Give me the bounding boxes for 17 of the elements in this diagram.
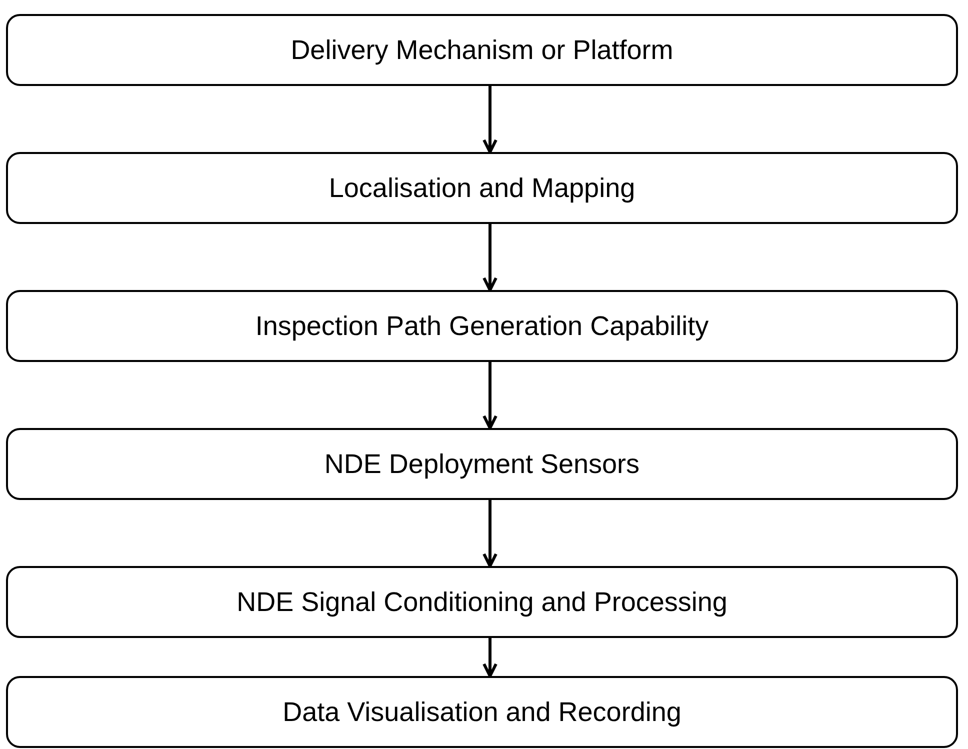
process-box — [6, 14, 958, 86]
arrow — [482, 86, 498, 154]
arrow — [482, 224, 498, 292]
process-box — [6, 676, 958, 748]
box-label: NDE Signal Conditioning and Processing — [236, 586, 728, 619]
box-label: Delivery Mechanism or Platform — [290, 34, 674, 67]
process-box — [6, 566, 958, 638]
box-label: Localisation and Mapping — [328, 172, 636, 205]
process-box — [6, 428, 958, 500]
process-box — [6, 290, 958, 362]
process-box — [6, 152, 958, 224]
box-label: NDE Deployment Sensors — [324, 448, 640, 481]
box-label: Data Visualisation and Recording — [282, 696, 682, 729]
arrow — [482, 500, 498, 568]
arrow — [482, 362, 498, 430]
arrow — [482, 638, 498, 678]
box-label: Inspection Path Generation Capability — [255, 310, 709, 343]
